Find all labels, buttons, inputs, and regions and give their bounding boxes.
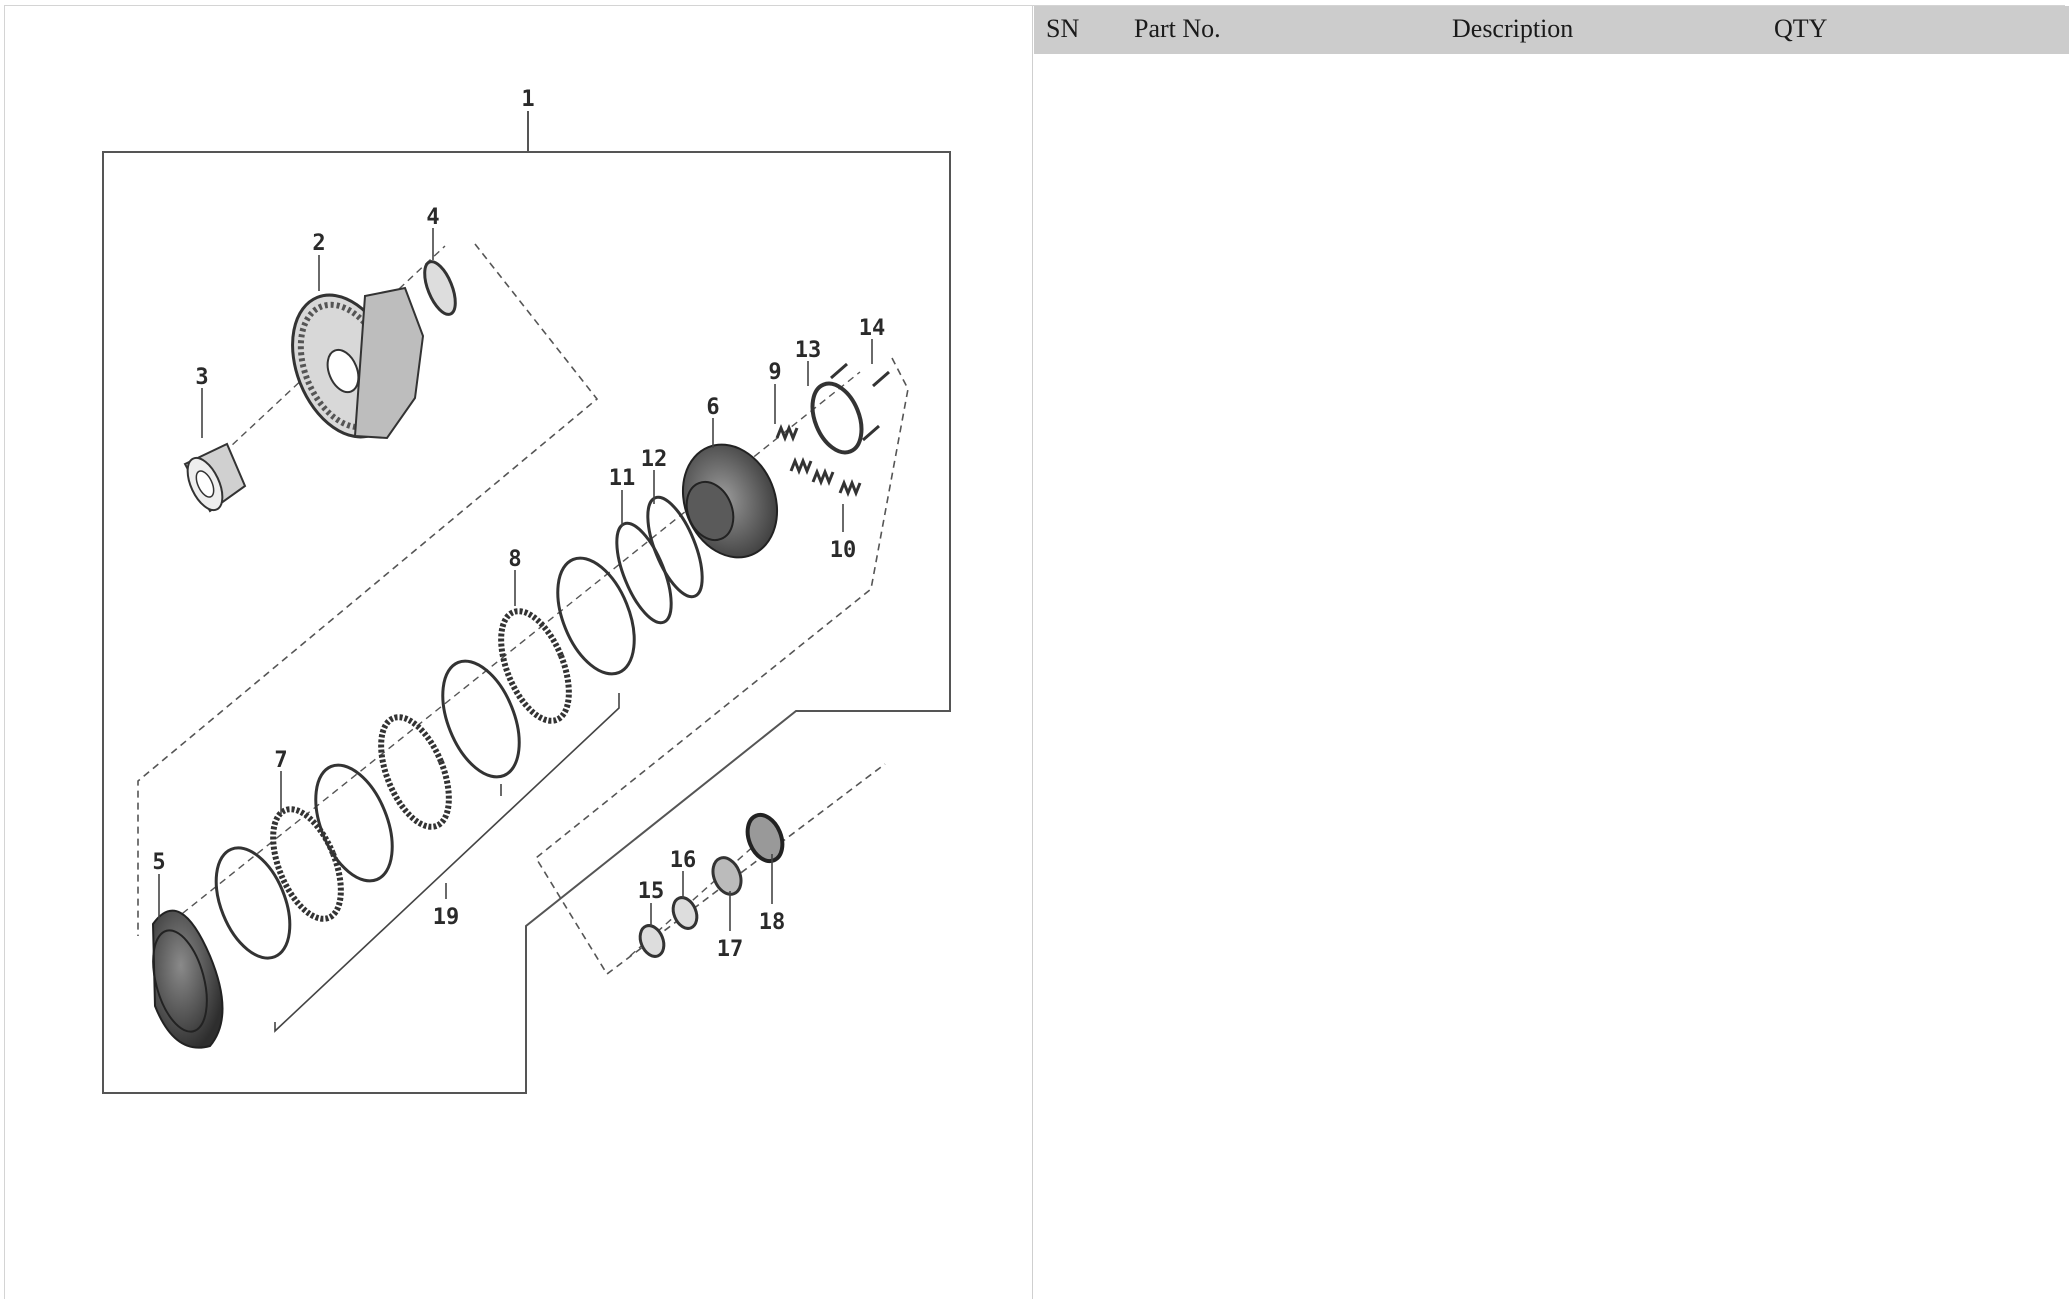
parts-table-header: SN Part No. Description QTY	[1034, 6, 2069, 54]
washer-part-15	[638, 924, 666, 958]
exploded-diagram-panel: 1 2 3 4 5 6 7 8 9 10 11 12 13 14 15 16 1…	[5, 6, 1033, 1299]
parts-table-body	[1034, 54, 2069, 1299]
clutch-plates	[214, 495, 704, 960]
callout-11: 11	[609, 466, 636, 491]
callout-12: 12	[641, 447, 668, 472]
pressure-plate-part	[151, 909, 224, 1049]
clutch-exploded-diagram: 1 2 3 4 5 6 7 8 9 10 11 12 13 14 15 16 1…	[102, 87, 951, 1094]
right-dashed-boundary	[534, 357, 909, 976]
callout-5: 5	[152, 850, 165, 875]
leader-lines	[158, 228, 873, 1033]
callout-4: 4	[426, 205, 439, 230]
callout-6: 6	[706, 395, 719, 420]
callout-labels: 1 2 3 4 5 6 7 8 9 10 11 12 13 14 15 16 1…	[152, 87, 885, 962]
callout-1: 1	[521, 87, 534, 112]
nut-part-17	[711, 856, 743, 896]
clutch-basket-part	[291, 286, 425, 440]
callout-3: 3	[195, 365, 208, 390]
callout-10: 10	[830, 538, 857, 563]
washer-part-16	[671, 896, 699, 930]
callout-19: 19	[433, 905, 460, 930]
retainer-plate-part	[810, 381, 864, 455]
column-header-qty: QTY	[1774, 14, 1828, 43]
collar-part	[183, 442, 247, 513]
callout-13: 13	[795, 338, 822, 363]
page-frame	[4, 5, 2065, 1299]
bolt-part	[862, 424, 880, 442]
callout-7: 7	[274, 748, 287, 773]
column-header-description: Description	[1452, 14, 1574, 43]
springs	[775, 423, 862, 498]
callout-15: 15	[638, 879, 665, 904]
bolt-part	[872, 370, 890, 388]
bolt-part	[830, 362, 848, 380]
callout-2: 2	[312, 231, 325, 256]
parts-table: SN Part No. Description QTY	[1034, 6, 2069, 1299]
clutch-hub-part	[681, 443, 779, 559]
callout-8: 8	[508, 547, 521, 572]
column-header-sn: SN	[1046, 14, 1080, 43]
callout-17: 17	[717, 937, 744, 962]
bearing-part-18	[745, 812, 785, 864]
upper-dashed-boundary	[137, 243, 599, 936]
washer-part-4	[423, 260, 457, 316]
column-header-part-no: Part No.	[1134, 14, 1221, 43]
callout-9: 9	[768, 360, 781, 385]
callout-14: 14	[859, 316, 886, 341]
assembly-outline	[102, 151, 951, 1094]
callout-16: 16	[670, 848, 697, 873]
callout-18: 18	[759, 910, 786, 935]
